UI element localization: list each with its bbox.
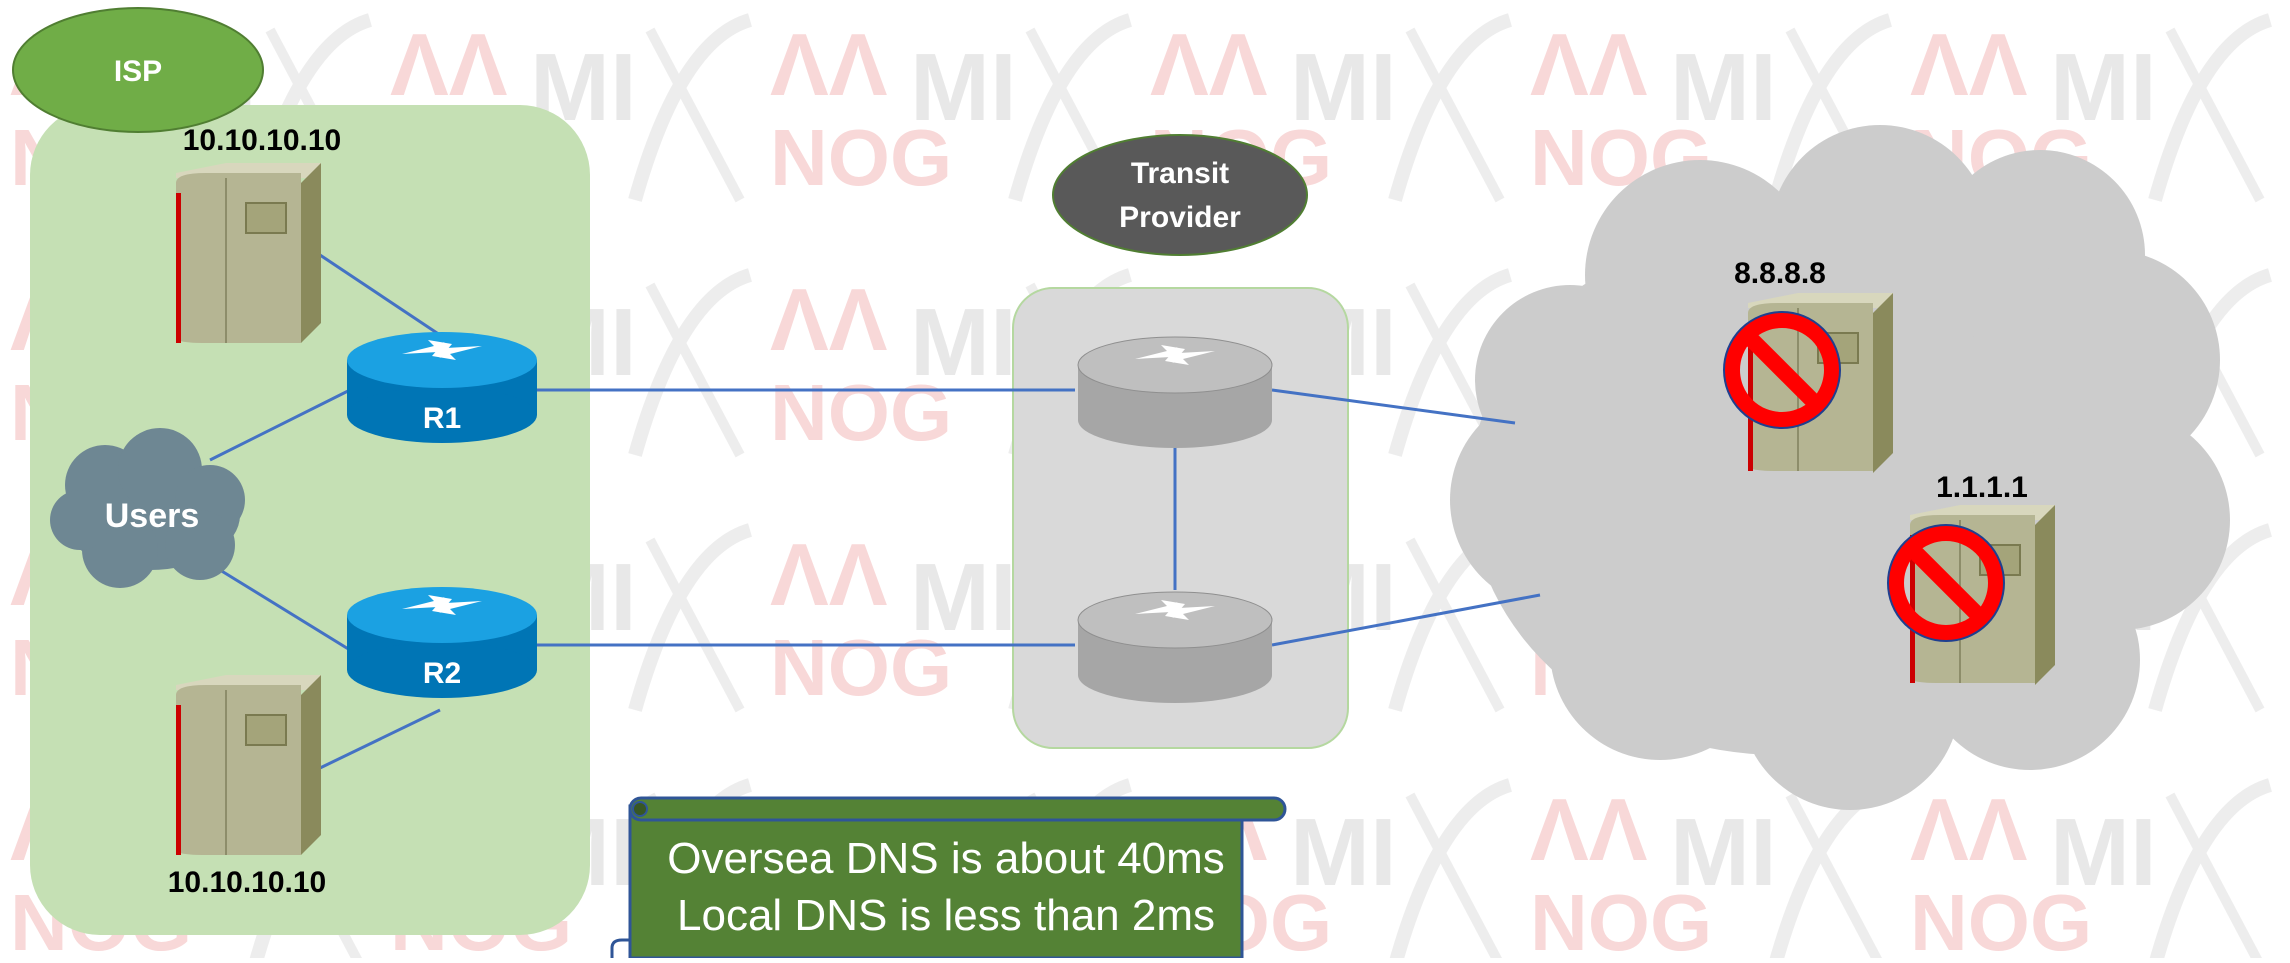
latency-note: Oversea DNS is about 40ms Local DNS is l… <box>610 796 1287 960</box>
server-icon <box>176 163 321 343</box>
isp-zone <box>30 105 590 935</box>
dns-server-bottom: 10.10.10.10 <box>168 675 326 899</box>
router-r2-label: R2 <box>423 657 461 690</box>
link-server-top-r1 <box>319 253 441 337</box>
isp-label: ISP <box>114 55 162 88</box>
link-server-bottom-r2 <box>319 708 441 770</box>
link-users-r2 <box>219 568 351 652</box>
link-users-r1 <box>209 388 351 462</box>
users-cloud: Users <box>50 428 245 588</box>
router-r1-label: R1 <box>423 402 461 435</box>
router-r2: R2 <box>347 587 537 698</box>
transit-router-1 <box>1077 336 1273 448</box>
dns-server-top: 10.10.10.10 <box>176 124 341 343</box>
isp-badge: ISP <box>12 7 264 133</box>
link-transit2-cloud <box>1271 593 1541 647</box>
server-top-ip: 10.10.10.10 <box>183 124 341 157</box>
public-dns-cloudflare: 1.1.1.1 <box>1887 471 2055 685</box>
server-bottom-ip: 10.10.10.10 <box>168 866 326 899</box>
note-line1: Oversea DNS is about 40ms <box>667 834 1225 883</box>
users-label: Users <box>105 497 200 535</box>
blocked-icon <box>1723 311 1841 429</box>
public-dns-1-ip: 8.8.8.8 <box>1734 257 1826 290</box>
internet-cloud <box>1450 125 2230 810</box>
links <box>209 253 1541 770</box>
router-r1: R1 <box>347 332 537 443</box>
public-dns-2-ip: 1.1.1.1 <box>1936 471 2028 504</box>
transit-badge: Transit Provider <box>1052 134 1308 256</box>
blocked-icon <box>1887 524 2005 642</box>
transit-router-2 <box>1077 591 1273 703</box>
public-dns-google: 8.8.8.8 <box>1723 257 1893 473</box>
link-transit1-cloud <box>1271 388 1516 425</box>
transit-label-line2: Provider <box>1119 201 1241 234</box>
transit-label-line1: Transit <box>1131 157 1229 190</box>
server-icon <box>176 675 321 855</box>
note-line2: Local DNS is less than 2ms <box>677 891 1215 940</box>
